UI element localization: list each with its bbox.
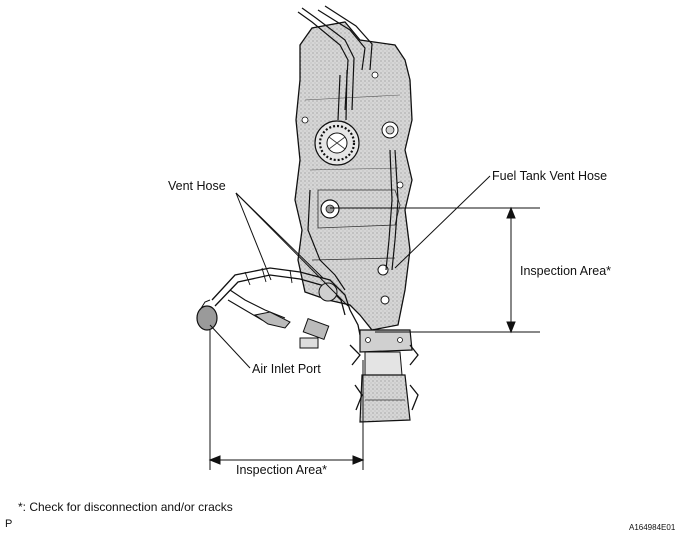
corner-letter: P (5, 518, 13, 530)
vent-hose-lines (307, 149, 399, 291)
filler-assembly (349, 329, 419, 423)
figure-id: A164984E01 (629, 523, 676, 532)
inspection-area-right-dimension (330, 206, 540, 334)
footnote: *: Check for disconnection and/or cracks (18, 500, 233, 514)
air-inlet-port-label: Air Inlet Port (252, 362, 321, 376)
vent-hose-label: Vent Hose (168, 179, 226, 193)
fuel-tank (294, 21, 413, 331)
inspection-area-bottom-dimension (208, 330, 365, 470)
fuel-tank-vent-hose-label: Fuel Tank Vent Hose (492, 169, 608, 183)
inspection-area-right-label: Inspection Area* (520, 264, 612, 278)
canister-assembly (196, 267, 361, 349)
fuel-lines (297, 5, 373, 121)
leader-lines (209, 175, 491, 369)
inspection-area-bottom-label: Inspection Area* (236, 463, 328, 477)
